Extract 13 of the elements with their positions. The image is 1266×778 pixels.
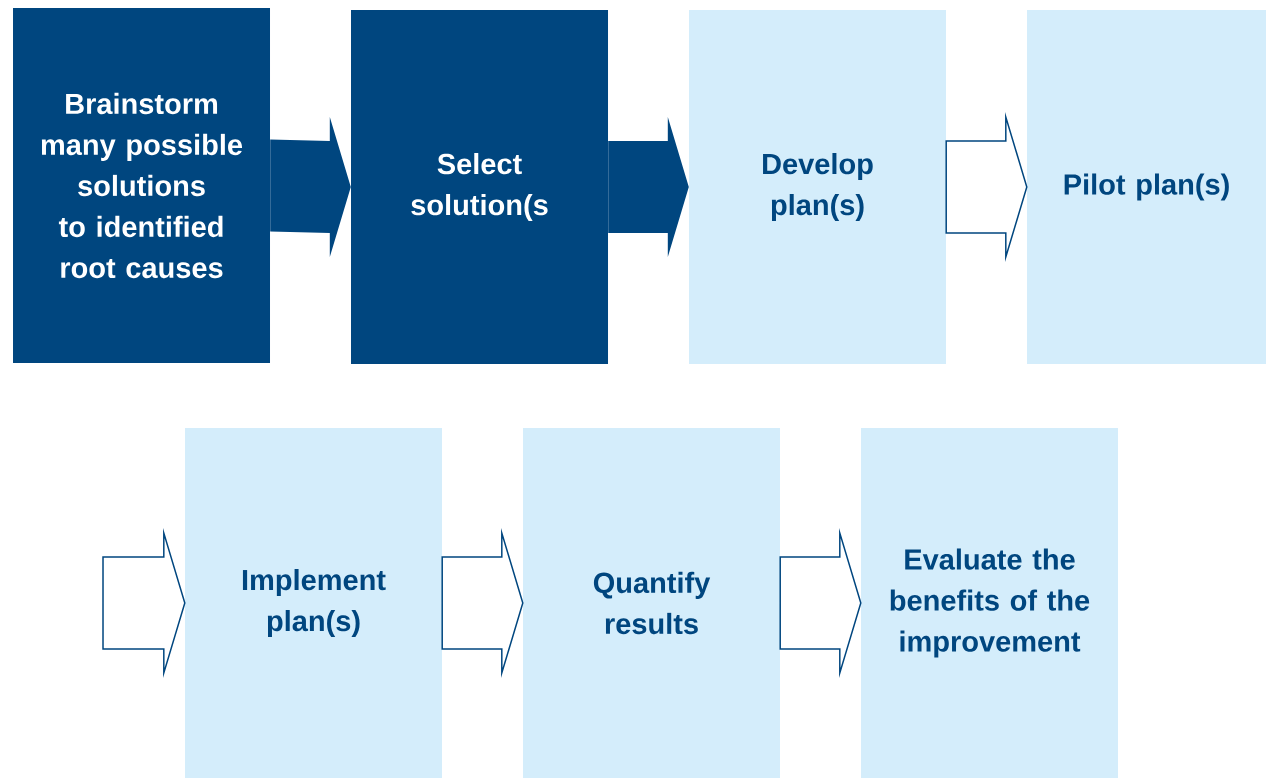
block-arrow [270,117,351,257]
process-box: Implement plan(s) [185,428,442,778]
block-arrow [779,527,862,679]
process-box: Quantify results [523,428,780,778]
block-arrow [441,527,524,679]
process-box: Evaluate the benefits of the improvement [861,428,1118,778]
process-box: Select solution(s [351,10,608,364]
process-box: Pilot plan(s) [1027,10,1266,364]
block-arrow [945,111,1028,263]
process-box: Brainstorm many possible solutions to identified root causes [13,8,270,363]
process-box: Develop plan(s) [689,10,946,364]
block-arrow [102,527,186,679]
block-arrow [608,117,689,257]
